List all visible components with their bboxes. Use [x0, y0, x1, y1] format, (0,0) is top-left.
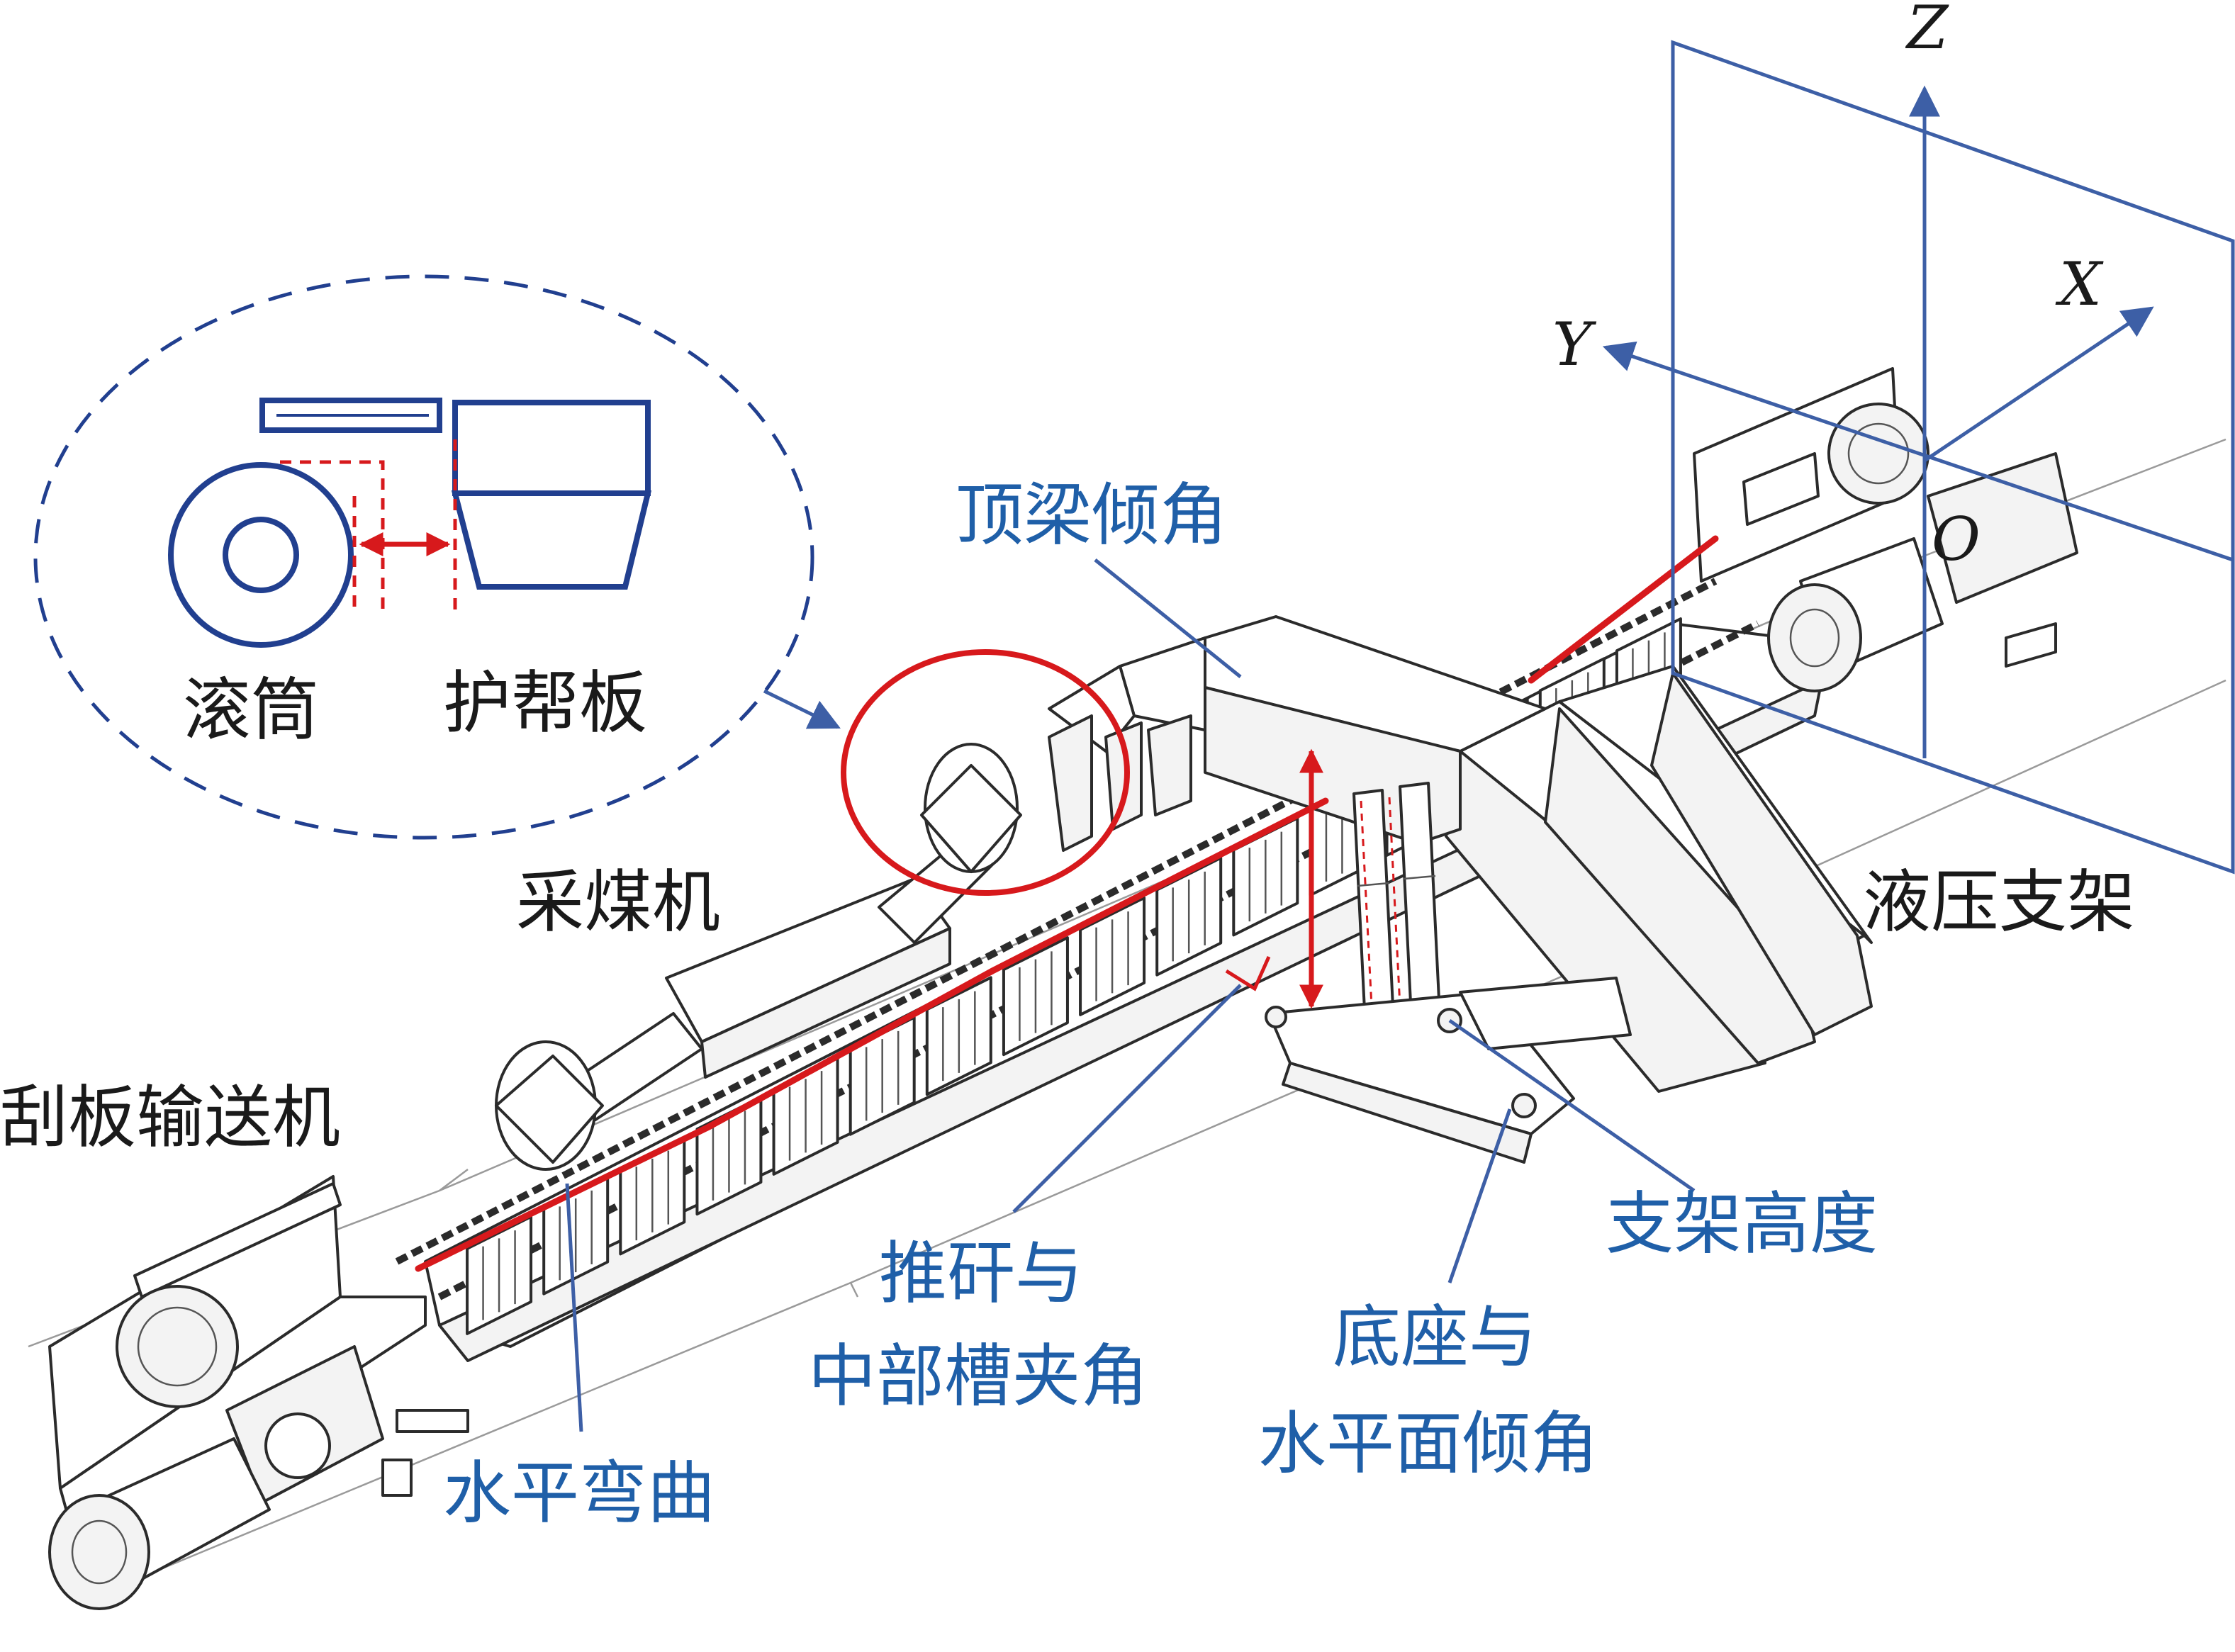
- tail-drive-unit: [48, 1175, 469, 1610]
- canopy-angle-leader: [1094, 558, 1242, 678]
- support-height-label: 支架高度: [1606, 1184, 1878, 1264]
- drum-icon: [920, 743, 1022, 873]
- horizontal-bend-line-2: [1528, 535, 1719, 684]
- guard-plate-icon: [451, 400, 652, 590]
- head-drive-unit: [1693, 367, 2078, 692]
- hydraulic-support: [1048, 615, 1873, 1164]
- labels: 采煤机 刮板输送机 液压支架 顶梁倾角 支架高度 水平弯曲 推矸与 中部槽夹角 …: [0, 476, 2135, 1533]
- inset-dashed-boundary: [33, 274, 814, 840]
- shearer: [495, 743, 1022, 1171]
- support-height-leader: [1448, 1018, 1696, 1193]
- y-axis: [1602, 341, 2234, 562]
- base-angle-label-2: 水平面倾角: [1258, 1404, 1598, 1483]
- guard-finger: [1104, 721, 1143, 831]
- tail-sprocket-icon: [116, 1285, 239, 1408]
- x-axis-label: X: [2055, 249, 2104, 319]
- push-rod-angle-label-2: 中部槽夹角: [808, 1337, 1148, 1416]
- horizontal-bend-line: [415, 797, 1329, 1272]
- push-rod-angle-leader: [1012, 984, 1242, 1213]
- push-rod-angle-label-1: 推矸与: [879, 1234, 1083, 1313]
- leader-lines: [565, 558, 1696, 1432]
- horizontal-bend-label: 水平弯曲: [443, 1454, 715, 1533]
- hydraulic-support-label: 液压支架: [1863, 862, 2135, 942]
- scraper-conveyor-label: 刮板输送机: [0, 1078, 340, 1157]
- base-angle-leader: [1447, 1108, 1512, 1283]
- z-axis-label: Z: [1905, 0, 1949, 62]
- head-motor-end-icon: [1767, 583, 1862, 692]
- inset-guard-plate-label: 护帮板: [443, 663, 647, 743]
- guard-finger: [1048, 714, 1093, 852]
- shearer-label: 采煤机: [516, 862, 720, 942]
- origin-label: O: [1932, 505, 1981, 574]
- tail-motor-end-icon: [48, 1494, 150, 1610]
- head-gearbox: [1927, 452, 2078, 604]
- drum-highlight-circle: [841, 649, 1130, 896]
- horizontal-bend-leader: [565, 1183, 583, 1432]
- push-rod-angle-mark: [1225, 955, 1271, 991]
- canopy-side: [1204, 686, 1462, 845]
- coordinate-frame: Z X Y O: [1552, 0, 2235, 875]
- detail-inset: 滚筒 护帮板: [33, 274, 841, 840]
- reference-plane: [1671, 40, 2235, 875]
- conveyor-chain: [395, 578, 1718, 1265]
- inset-drum-label: 滚筒: [183, 670, 319, 750]
- x-axis: [1923, 306, 2154, 463]
- pin-icon: [1511, 1093, 1537, 1118]
- guard-finger: [1147, 714, 1192, 816]
- y-axis-label: Y: [1552, 310, 1597, 379]
- head-sprocket-icon: [1827, 403, 1929, 505]
- base-angle-label-1: 底座与: [1333, 1298, 1537, 1377]
- inset-pointer-arrow: [763, 689, 841, 729]
- drum-icon: [495, 1040, 604, 1171]
- canopy-angle-label: 顶梁倾角: [956, 476, 1228, 555]
- drum-icon: [168, 462, 354, 648]
- pin-icon: [1265, 1006, 1287, 1028]
